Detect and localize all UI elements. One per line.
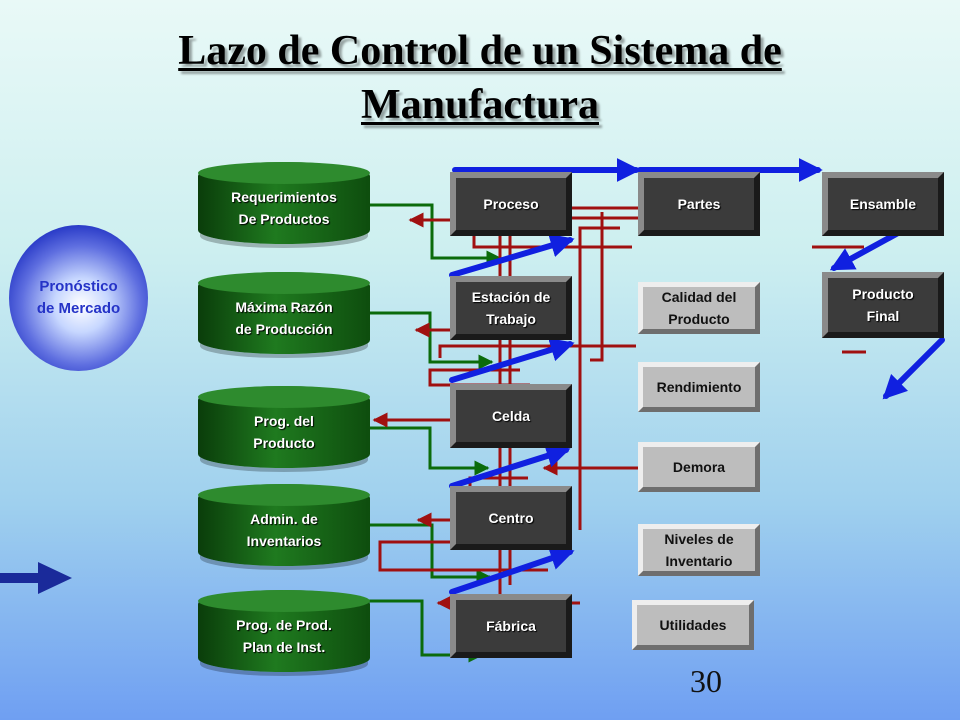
metric-label: Calidad del [661,289,737,305]
cylinder-requerimientos: Requerimientos De Productos [198,162,370,244]
cylinder-admin-inventarios: Admin. de Inventarios [198,484,370,566]
right-arrow-icon [0,562,72,594]
metric-niveles-inventario: Niveles de Inventario [638,524,760,576]
level-label: Centro [488,510,534,526]
flow-label: Partes [677,196,721,212]
level-label: Fábrica [486,618,536,634]
metric-label-2: Inventario [665,553,733,569]
cylinder-label-1: Admin. de [250,511,318,527]
flow-label: Producto [852,286,914,302]
cylinder-label-2: Inventarios [246,533,322,549]
metric-label: Demora [672,459,726,475]
level-label: Celda [491,408,531,424]
metric-label: Rendimiento [656,379,742,395]
flow-ensamble: Ensamble [822,172,944,236]
metric-label: Niveles de [664,531,734,547]
cylinder-label-2: De Productos [238,211,330,227]
cylinder-label-2: Plan de Inst. [242,639,326,655]
level-label: Proceso [483,196,539,212]
slide-title: Lazo de Control de un Sistema de Manufac… [0,24,960,132]
cylinder-prog-producto: Prog. del Producto [198,386,370,468]
metric-label-2: Producto [668,311,730,327]
flow-partes: Partes [638,172,760,236]
cylinder-prog-prod-plan: Prog. de Prod. Plan de Inst. [198,590,370,672]
metric-demora: Demora [638,442,760,492]
metric-utilidades: Utilidades [632,600,754,650]
level-estacion: Estación de Trabajo [450,276,572,340]
level-celda: Celda [450,384,572,448]
title-line-2: Manufactura [361,82,599,128]
level-proceso: Proceso [450,172,572,236]
metric-rendimiento: Rendimiento [638,362,760,412]
cylinder-label-2: de Producción [235,321,333,337]
cylinder-label-2: Producto [253,435,315,451]
cylinder-label-1: Prog. del [254,413,314,429]
flow-producto-final: Producto Final [822,272,944,338]
forecast-line-1: Pronóstico [39,278,118,295]
red-feedback-lines [372,206,866,611]
forecast-line-2: de Mercado [36,300,121,317]
cylinder-label-1: Máxima Razón [235,299,333,315]
metric-calidad: Calidad del Producto [638,282,760,334]
page-number: 30 [690,663,722,699]
level-label: Estación de [471,289,551,305]
blue-flow-arrows [449,158,945,595]
cylinder-maxima-razon: Máxima Razón de Producción [198,272,370,354]
flow-label-2: Final [866,308,900,324]
title-line-1: Lazo de Control de un Sistema de [178,28,782,74]
cylinder-label-1: Requerimientos [231,189,337,205]
level-centro: Centro [450,486,572,550]
cylinder-label-1: Prog. de Prod. [236,617,332,633]
forecast-sphere: Pronóstico de Mercado [9,225,148,371]
level-fabrica: Fábrica [450,594,572,658]
metric-label: Utilidades [659,617,727,633]
level-label-2: Trabajo [486,311,536,327]
flow-label: Ensamble [849,196,917,212]
